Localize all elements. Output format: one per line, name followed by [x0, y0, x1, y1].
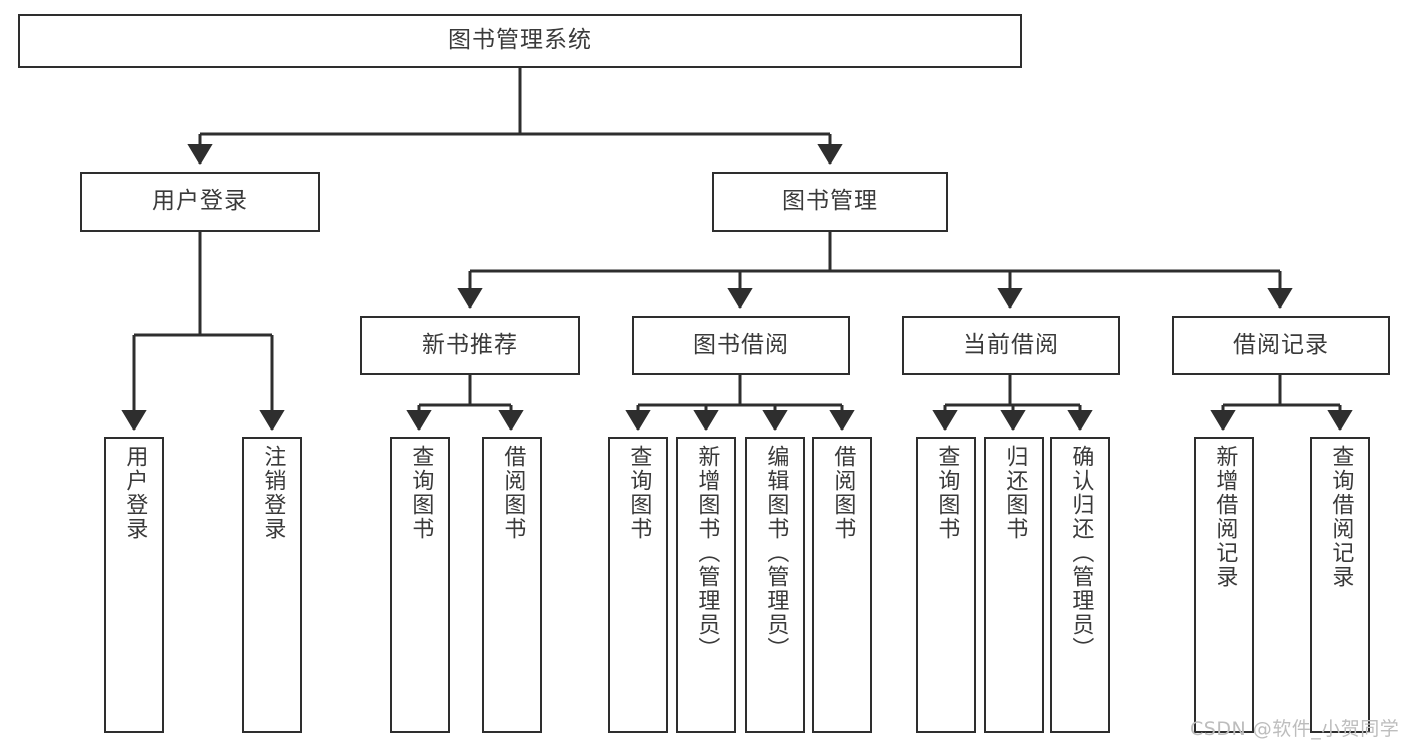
leaf-label: 查询图书	[408, 445, 434, 541]
node-current-borrow-label: 当前借阅	[963, 331, 1059, 358]
leaf-recommend-query-book[interactable]: 查询图书	[390, 437, 450, 733]
leaf-user-login-login[interactable]: 用户登录	[104, 437, 164, 733]
leaf-current-return-book[interactable]: 归还图书	[984, 437, 1044, 733]
leaf-label: 借阅图书	[830, 445, 856, 541]
leaf-label: 用户登录	[122, 445, 148, 541]
leaf-label: 查询图书	[626, 445, 652, 541]
leaf-user-login-logout[interactable]: 注销登录	[242, 437, 302, 733]
leaf-label: 查询借阅记录	[1328, 445, 1354, 589]
leaf-current-confirm-return-admin[interactable]: 确认归还（管理员）	[1050, 437, 1110, 733]
node-new-book-recommend-label: 新书推荐	[422, 331, 518, 358]
leaf-borrow-add-book-admin[interactable]: 新增图书（管理员）	[676, 437, 736, 733]
node-borrow-record[interactable]: 借阅记录	[1172, 316, 1390, 375]
leaf-borrow-borrow-book[interactable]: 借阅图书	[812, 437, 872, 733]
leaf-label: 编辑图书（管理员）	[763, 445, 789, 661]
node-book-management-label: 图书管理	[782, 188, 878, 215]
leaf-recommend-borrow-book[interactable]: 借阅图书	[482, 437, 542, 733]
node-root-label: 图书管理系统	[448, 27, 592, 54]
node-new-book-recommend[interactable]: 新书推荐	[360, 316, 580, 375]
node-user-login-label: 用户登录	[152, 188, 248, 215]
node-book-management[interactable]: 图书管理	[712, 172, 948, 232]
node-book-borrow-label: 图书借阅	[693, 331, 789, 358]
node-book-borrow[interactable]: 图书借阅	[632, 316, 850, 375]
leaf-label: 新增借阅记录	[1212, 445, 1238, 589]
leaf-label: 新增图书（管理员）	[694, 445, 720, 661]
leaf-record-add-record[interactable]: 新增借阅记录	[1194, 437, 1254, 733]
leaf-record-query-record[interactable]: 查询借阅记录	[1310, 437, 1370, 733]
leaf-label: 借阅图书	[500, 445, 526, 541]
leaf-label: 归还图书	[1002, 445, 1028, 541]
node-root[interactable]: 图书管理系统	[18, 14, 1022, 68]
leaf-borrow-query-book[interactable]: 查询图书	[608, 437, 668, 733]
node-current-borrow[interactable]: 当前借阅	[902, 316, 1120, 375]
leaf-borrow-edit-book-admin[interactable]: 编辑图书（管理员）	[745, 437, 805, 733]
node-borrow-record-label: 借阅记录	[1233, 331, 1329, 358]
leaf-current-query-book[interactable]: 查询图书	[916, 437, 976, 733]
leaf-label: 确认归还（管理员）	[1068, 445, 1094, 661]
leaf-label: 查询图书	[934, 445, 960, 541]
node-user-login[interactable]: 用户登录	[80, 172, 320, 232]
leaf-label: 注销登录	[260, 445, 286, 541]
